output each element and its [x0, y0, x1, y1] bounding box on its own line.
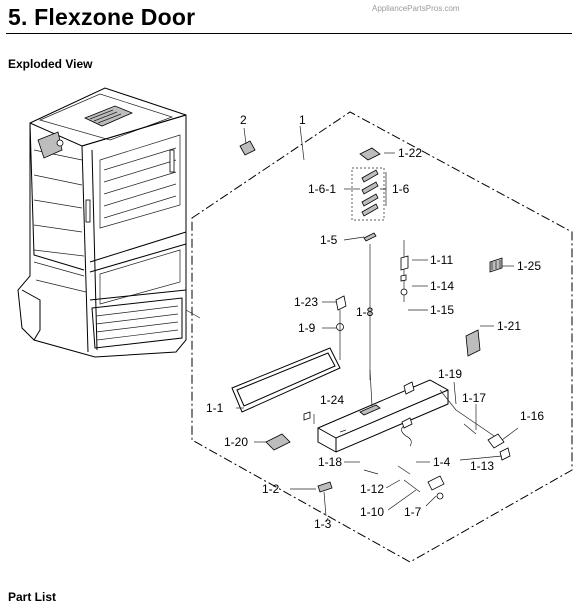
callout-1-11: 1-11	[430, 253, 453, 267]
callout-1-10: 1-10	[360, 505, 384, 519]
callout-1-17: 1-17	[462, 391, 486, 405]
callout-2: 2	[240, 113, 247, 127]
callout-1-23: 1-23	[294, 295, 318, 309]
callout-labels: 2 1 1-22 1-6-1 1-6 1-5 1-11 1-25 1-14 1-…	[206, 113, 544, 531]
callout-1-22: 1-22	[398, 146, 422, 160]
callout-1-1: 1-1	[206, 401, 224, 415]
section-subtitle: Exploded View	[8, 57, 93, 71]
callout-1-6-1: 1-6-1	[308, 182, 336, 196]
callout-1-8: 1-8	[356, 305, 374, 319]
callout-1-24: 1-24	[320, 393, 344, 407]
exploded-boundary	[191, 111, 573, 563]
callout-1-13: 1-13	[470, 459, 494, 473]
page-title: 5. Flexzone Door	[8, 4, 196, 30]
callout-1-25: 1-25	[517, 259, 541, 273]
refrigerator-cabinet	[17, 87, 201, 358]
callout-1-2: 1-2	[262, 482, 280, 496]
callout-1-14: 1-14	[430, 279, 454, 293]
callout-1-19: 1-19	[438, 367, 462, 381]
callout-1-18: 1-18	[318, 455, 342, 469]
callout-1-12: 1-12	[360, 482, 384, 496]
door-parts	[231, 127, 511, 517]
callout-1-20: 1-20	[224, 435, 248, 449]
callout-1-6: 1-6	[392, 182, 410, 196]
callout-1-3: 1-3	[314, 517, 332, 531]
callout-1-15: 1-15	[430, 303, 454, 317]
callout-1: 1	[299, 113, 306, 127]
callout-1-4: 1-4	[433, 455, 451, 469]
callout-1-21: 1-21	[497, 319, 521, 333]
callout-1-16: 1-16	[520, 409, 544, 423]
callout-1-9: 1-9	[298, 321, 316, 335]
title-underline	[6, 33, 572, 34]
leader-lines	[236, 125, 519, 523]
watermark: AppliancePartsPros.com	[372, 4, 460, 13]
callout-1-7: 1-7	[404, 505, 422, 519]
callout-1-5: 1-5	[320, 233, 338, 247]
